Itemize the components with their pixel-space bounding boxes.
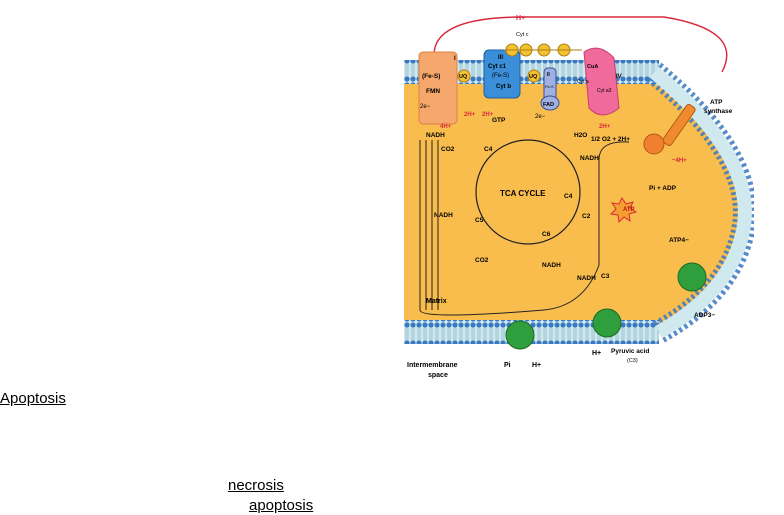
svg-text:2H+: 2H+ <box>599 124 611 130</box>
svg-text:Pi + ADP: Pi + ADP <box>649 185 677 192</box>
svg-text:TCA CYCLE: TCA CYCLE <box>500 189 546 198</box>
svg-text:C3: C3 <box>601 273 610 280</box>
svg-text:space: space <box>428 372 448 379</box>
svg-text:C4: C4 <box>564 193 573 200</box>
mitochondrion-svg: H+ I (Fe-S) FMN 2e− UQ III Cyt c1 (Fe-S)… <box>404 15 757 379</box>
svg-text:C4: C4 <box>484 146 493 153</box>
svg-text:ATP4−: ATP4− <box>669 237 689 244</box>
svg-text:2e−: 2e− <box>535 114 546 120</box>
svg-text:(Fe-S): (Fe-S) <box>492 73 509 79</box>
svg-text:ATP: ATP <box>623 207 635 213</box>
tca-cycle <box>475 139 581 245</box>
svg-text:NADH: NADH <box>580 155 599 162</box>
h-top-label: H+ <box>516 15 525 22</box>
svg-text:II: II <box>547 72 550 78</box>
svg-text:Pi: Pi <box>504 362 511 369</box>
svg-text:(C3): (C3) <box>627 358 638 364</box>
svg-text:NADH: NADH <box>577 275 596 282</box>
transporter-3 <box>677 262 707 292</box>
svg-text:1/2 O2 + 2H+: 1/2 O2 + 2H+ <box>591 136 630 143</box>
svg-text:CO2: CO2 <box>475 257 489 264</box>
svg-text:Cyt c: Cyt c <box>516 32 529 38</box>
mitochondrion-diagram: H+ I (Fe-S) FMN 2e− UQ III Cyt c1 (Fe-S)… <box>404 10 757 380</box>
svg-text:NADH: NADH <box>542 262 561 269</box>
svg-text:~4H+: ~4H+ <box>672 158 687 164</box>
svg-text:(Fe-S): (Fe-S) <box>422 73 440 80</box>
svg-text:UQ: UQ <box>529 74 538 80</box>
atp-synthase-stalk <box>662 103 696 147</box>
svg-text:ADP3−: ADP3− <box>694 312 715 319</box>
svg-text:4H+: 4H+ <box>440 124 452 130</box>
svg-text:2H+: 2H+ <box>482 112 494 118</box>
svg-text:CO2: CO2 <box>441 146 455 153</box>
svg-text:Fe-S: Fe-S <box>545 84 554 89</box>
atp-synthase-head <box>643 133 665 155</box>
svg-text:Cyt b: Cyt b <box>496 84 511 90</box>
svg-text:2e−: 2e− <box>420 104 431 110</box>
svg-text:FMN: FMN <box>426 88 440 95</box>
svg-text:H+: H+ <box>592 350 601 357</box>
transporter-2 <box>592 308 622 338</box>
apoptosis-term: apoptosis <box>249 497 314 514</box>
svg-text:Cyt c1: Cyt c1 <box>488 64 507 70</box>
svg-text:ATP: ATP <box>710 99 723 106</box>
svg-text:Matrix: Matrix <box>426 298 447 305</box>
svg-text:Pyruvic acid: Pyruvic acid <box>611 348 649 355</box>
complex-i <box>418 51 458 125</box>
svg-text:C6: C6 <box>542 231 551 238</box>
svg-text:H2O: H2O <box>574 132 587 139</box>
necrosis-term: necrosis <box>228 477 284 494</box>
svg-text:NADH: NADH <box>426 132 445 139</box>
svg-text:FAD: FAD <box>543 102 554 108</box>
complex-iii <box>483 49 521 99</box>
complex-iv <box>583 47 620 116</box>
svg-text:H+: H+ <box>532 362 541 369</box>
svg-text:CuA: CuA <box>587 64 598 70</box>
svg-text:NADH: NADH <box>434 212 453 219</box>
svg-text:III: III <box>498 55 503 61</box>
svg-text:Cyt a: Cyt a <box>577 79 589 85</box>
svg-text:GTP: GTP <box>492 117 506 124</box>
svg-text:2H+: 2H+ <box>464 112 476 118</box>
svg-text:Cyt a3: Cyt a3 <box>597 88 612 94</box>
svg-text:C2: C2 <box>582 213 591 220</box>
svg-text:UQ: UQ <box>459 74 468 80</box>
svg-text:I: I <box>454 56 456 62</box>
svg-text:IV: IV <box>616 74 622 80</box>
svg-text:C5: C5 <box>475 217 484 224</box>
apoptosis-heading: Apoptosis <box>0 390 66 407</box>
svg-text:Intermembrane: Intermembrane <box>407 362 458 369</box>
transporter-1 <box>505 320 535 350</box>
svg-text:synthase: synthase <box>704 108 733 115</box>
